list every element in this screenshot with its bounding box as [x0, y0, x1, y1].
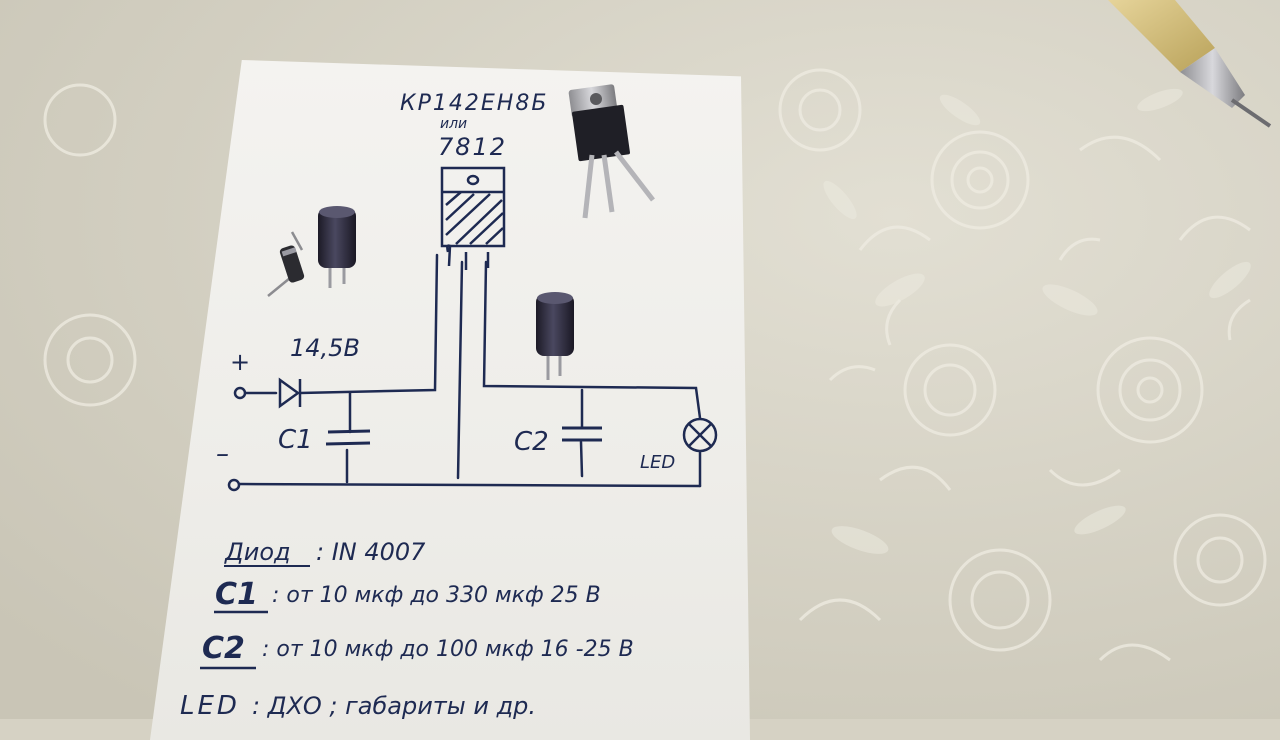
real-regulator-component [568, 84, 655, 219]
c1-capacitor-symbol [325, 429, 371, 446]
regulator-name-label: КР142ЕН8Б [400, 91, 548, 116]
notes-section: Диод : IN 4007 C1 : от 10 мкф до 330 мкф… [180, 538, 634, 719]
note-c2-key: C2 [202, 631, 245, 666]
c2-label: C2 [514, 427, 549, 457]
circuit-wires [238, 253, 702, 488]
note-diode-key: Диод [224, 538, 291, 566]
regulator-drawing [440, 166, 506, 270]
minus-terminal-label: – [216, 439, 229, 469]
led-label: LED [640, 452, 675, 473]
paper-sheet [150, 60, 750, 740]
c1-label: C1 [278, 425, 313, 455]
note-diode-value: : IN 4007 [316, 538, 426, 566]
note-c2-value: : от 10 мкф до 100 мкф 16 -25 В [262, 637, 634, 662]
terminals [227, 386, 247, 492]
note-c1-key: C1 [215, 577, 258, 612]
c2-capacitor-symbol [562, 426, 602, 442]
leaf-pattern [823, 88, 1251, 554]
real-capacitor-1 [318, 206, 356, 288]
real-diode-component [267, 231, 305, 297]
schematic-scene: КР142ЕН8Б или 7812 14,5В + – C1 C2 LED Д… [180, 0, 1272, 719]
note-led-value: : ДХО ; габариты и др. [252, 692, 536, 719]
pen-icon [1108, 0, 1272, 128]
led-lamp-symbol [682, 417, 718, 453]
plus-terminal-label: + [230, 348, 250, 376]
rose-pattern [43, 68, 1267, 662]
regulator-alt-label: 7812 [438, 133, 507, 161]
real-capacitor-2 [536, 292, 574, 380]
diode-symbol [278, 377, 302, 409]
input-voltage-label: 14,5В [290, 334, 360, 362]
regulator-or-label: или [440, 116, 467, 132]
note-c1-value: : от 10 мкф до 330 мкф 25 В [272, 583, 601, 608]
note-led-key: LED [180, 691, 240, 719]
